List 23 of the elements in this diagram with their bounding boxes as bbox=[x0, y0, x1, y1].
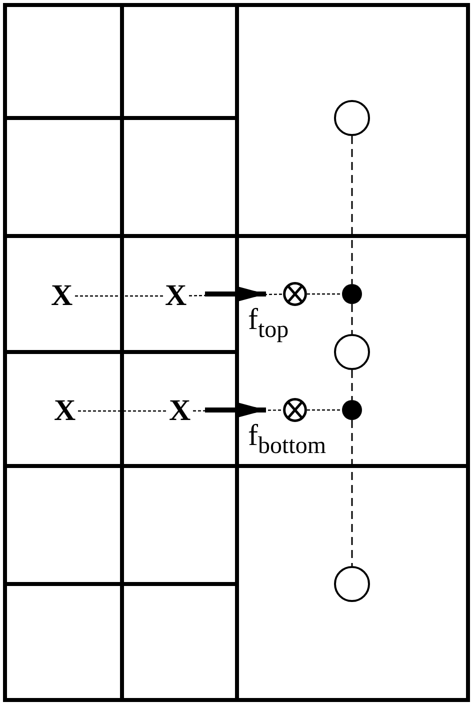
cell-center-mark: X bbox=[165, 281, 187, 311]
filled-dot bbox=[342, 400, 362, 420]
flux-label: f$_{bottom}$ bbox=[248, 421, 326, 458]
open-circle bbox=[334, 334, 370, 370]
dotted-line bbox=[188, 294, 284, 296]
dashed-line bbox=[351, 370, 353, 400]
dotted-line bbox=[75, 295, 163, 297]
open-circle bbox=[334, 100, 370, 136]
crossed-circle-icon bbox=[283, 398, 307, 422]
dashed-line bbox=[351, 304, 353, 334]
cell-center-mark: X bbox=[54, 396, 76, 426]
open-circle bbox=[334, 566, 370, 602]
dashed-line bbox=[351, 136, 353, 284]
cell-center-mark: X bbox=[51, 281, 73, 311]
flux-label: f$_{top}$ bbox=[248, 305, 289, 342]
filled-dot bbox=[342, 284, 362, 304]
crossed-circle-icon bbox=[283, 282, 307, 306]
cell-center-mark: X bbox=[169, 396, 191, 426]
dotted-line bbox=[78, 410, 167, 412]
dashed-line bbox=[351, 420, 353, 566]
dotted-line bbox=[307, 293, 342, 295]
dotted-line bbox=[193, 410, 283, 412]
dotted-line bbox=[307, 409, 342, 411]
